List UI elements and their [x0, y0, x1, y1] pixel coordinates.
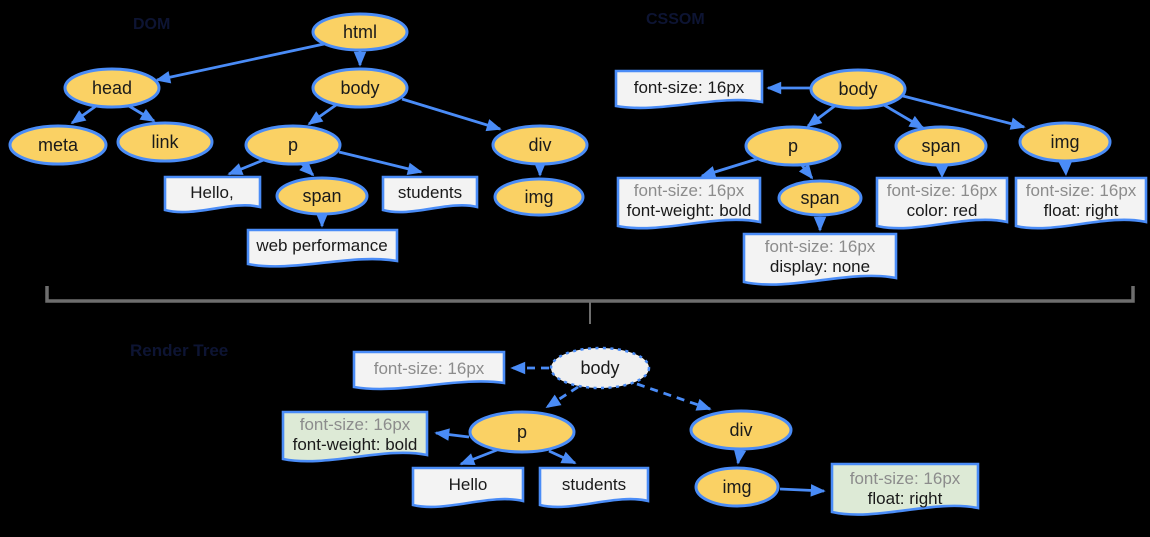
cssom-stylebox-p: [616, 176, 762, 230]
dom-node-meta-label: meta: [38, 135, 79, 155]
edge-render-img-stylebox: [779, 484, 826, 497]
render-textbox-hello-label: Hello: [449, 475, 488, 494]
dom-node-link-label: link: [151, 132, 179, 152]
dom-node-p-label: p: [288, 135, 298, 155]
dom-node-span: [275, 176, 369, 216]
render-node-div: [689, 409, 793, 451]
render-stylebox-img-line2: float: right: [868, 489, 943, 508]
dom-node-img: [493, 177, 585, 217]
cssom-tree-title: CSSOM: [646, 11, 705, 28]
dom-node-meta: [8, 124, 108, 166]
dom-tree: DOM html head body meta link p div span …: [8, 12, 589, 268]
render-node-div-label: div: [729, 420, 752, 440]
cssom-node-img-label: img: [1050, 132, 1079, 152]
render-stylebox-body: [352, 350, 506, 391]
edge-cssom-img-floatright: [1057, 159, 1073, 176]
edge-head-meta: [70, 104, 97, 125]
dom-textbox-web-performance-label: web performance: [255, 236, 387, 255]
dom-textbox-web-performance: [246, 228, 399, 268]
cssom-stylebox-p-line1: font-size: 16px: [634, 181, 745, 200]
render-stylebox-body-line1: font-size: 16px: [374, 359, 485, 378]
cssom-stylebox-span-body-line1: font-size: 16px: [887, 181, 998, 200]
cssom-stylebox-body: [614, 69, 764, 110]
dom-textbox-students: [381, 175, 479, 214]
cssom-tree: CSSOM font-size: 16px font-size: 16px fo…: [614, 11, 1148, 286]
dom-node-p: [244, 124, 342, 166]
cssom-node-span-body: [894, 125, 988, 167]
dom-node-link: [116, 121, 214, 163]
combine-brace: [45, 286, 1135, 324]
cssom-stylebox-span-p-line1: font-size: 16px: [765, 237, 876, 256]
cssom-stylebox-img-line2: float: right: [1044, 201, 1119, 220]
render-node-p-label: p: [517, 422, 527, 442]
edge-body-div: [401, 97, 502, 132]
edge-cssom-body-span: [883, 103, 925, 130]
render-stylebox-p-line1: font-size: 16px: [300, 415, 411, 434]
render-stylebox-img-line1: font-size: 16px: [850, 469, 961, 488]
edge-head-link: [128, 104, 156, 123]
render-node-img: [694, 466, 780, 508]
render-textbox-students-label: students: [562, 475, 626, 494]
brace-bar: [45, 286, 1135, 303]
cssom-stylebox-span-body-line2: color: red: [907, 201, 978, 220]
dom-textbox-students-label: students: [398, 183, 462, 202]
dom-textbox-hello: [163, 175, 262, 214]
edge-cssom-body-img: [902, 94, 1026, 130]
dom-node-div-label: div: [528, 135, 551, 155]
render-tree-title: Render Tree: [130, 341, 228, 360]
dom-node-html-label: html: [343, 22, 377, 42]
cssom-stylebox-body-line1: font-size: 16px: [634, 78, 745, 97]
edge-render-p-hello: [459, 448, 498, 466]
edge-render-div-img: [733, 449, 747, 465]
dom-node-html: [311, 12, 409, 52]
render-stylebox-p: [281, 410, 429, 463]
dom-node-img-label: img: [524, 187, 553, 207]
cssom-stylebox-img: [1014, 176, 1148, 230]
render-textbox-hello: [411, 466, 525, 509]
dom-node-body-label: body: [340, 78, 379, 98]
cssom-stylebox-p-line2: font-weight: bold: [627, 201, 752, 220]
render-node-body: [549, 346, 651, 390]
cssom-node-p: [744, 125, 842, 167]
edge-html-head: [155, 42, 325, 84]
render-tree: Render Tree font-size: 16px font-size: 1…: [130, 341, 980, 516]
cssom-node-span-body-label: span: [921, 136, 960, 156]
dom-node-head-label: head: [92, 78, 132, 98]
dom-node-span-label: span: [302, 186, 341, 206]
cssom-stylebox-span-body: [875, 176, 1009, 230]
cssom-stylebox-img-line1: font-size: 16px: [1026, 181, 1137, 200]
cssom-stylebox-span-p: [742, 232, 898, 286]
cssom-node-body: [809, 68, 907, 110]
cssom-node-img: [1018, 121, 1112, 163]
edge-cssom-body-p: [806, 103, 837, 128]
dom-node-body: [311, 67, 409, 109]
cssom-node-span-p-label: span: [800, 188, 839, 208]
cssom-stylebox-span-p-line2: display: none: [770, 257, 870, 276]
edge-render-p-stylebox: [434, 428, 470, 441]
cssom-node-p-label: p: [788, 136, 798, 156]
render-node-body-label: body: [580, 358, 619, 378]
edge-cssom-p-span: [798, 163, 814, 180]
dom-node-head: [63, 67, 161, 109]
render-textbox-students: [538, 466, 650, 509]
render-stylebox-img: [830, 462, 980, 516]
edge-p-hello: [227, 157, 267, 176]
render-stylebox-p-line2: font-weight: bold: [293, 435, 418, 454]
render-node-img-label: img: [722, 477, 751, 497]
dom-textbox-hello-label: Hello,: [190, 183, 233, 202]
render-node-p: [468, 410, 576, 454]
cssom-node-span-p: [777, 179, 863, 217]
cssom-node-body-label: body: [838, 79, 877, 99]
edge-body-p: [307, 103, 337, 126]
edge-p-students: [338, 150, 423, 175]
dom-node-div: [491, 124, 589, 166]
edge-render-p-students: [548, 449, 577, 465]
edge-render-body-div: [636, 382, 712, 411]
edge-cssom-p-stylebox: [700, 157, 758, 179]
dom-tree-title: DOM: [133, 16, 170, 33]
edge-render-body-p: [545, 385, 579, 409]
